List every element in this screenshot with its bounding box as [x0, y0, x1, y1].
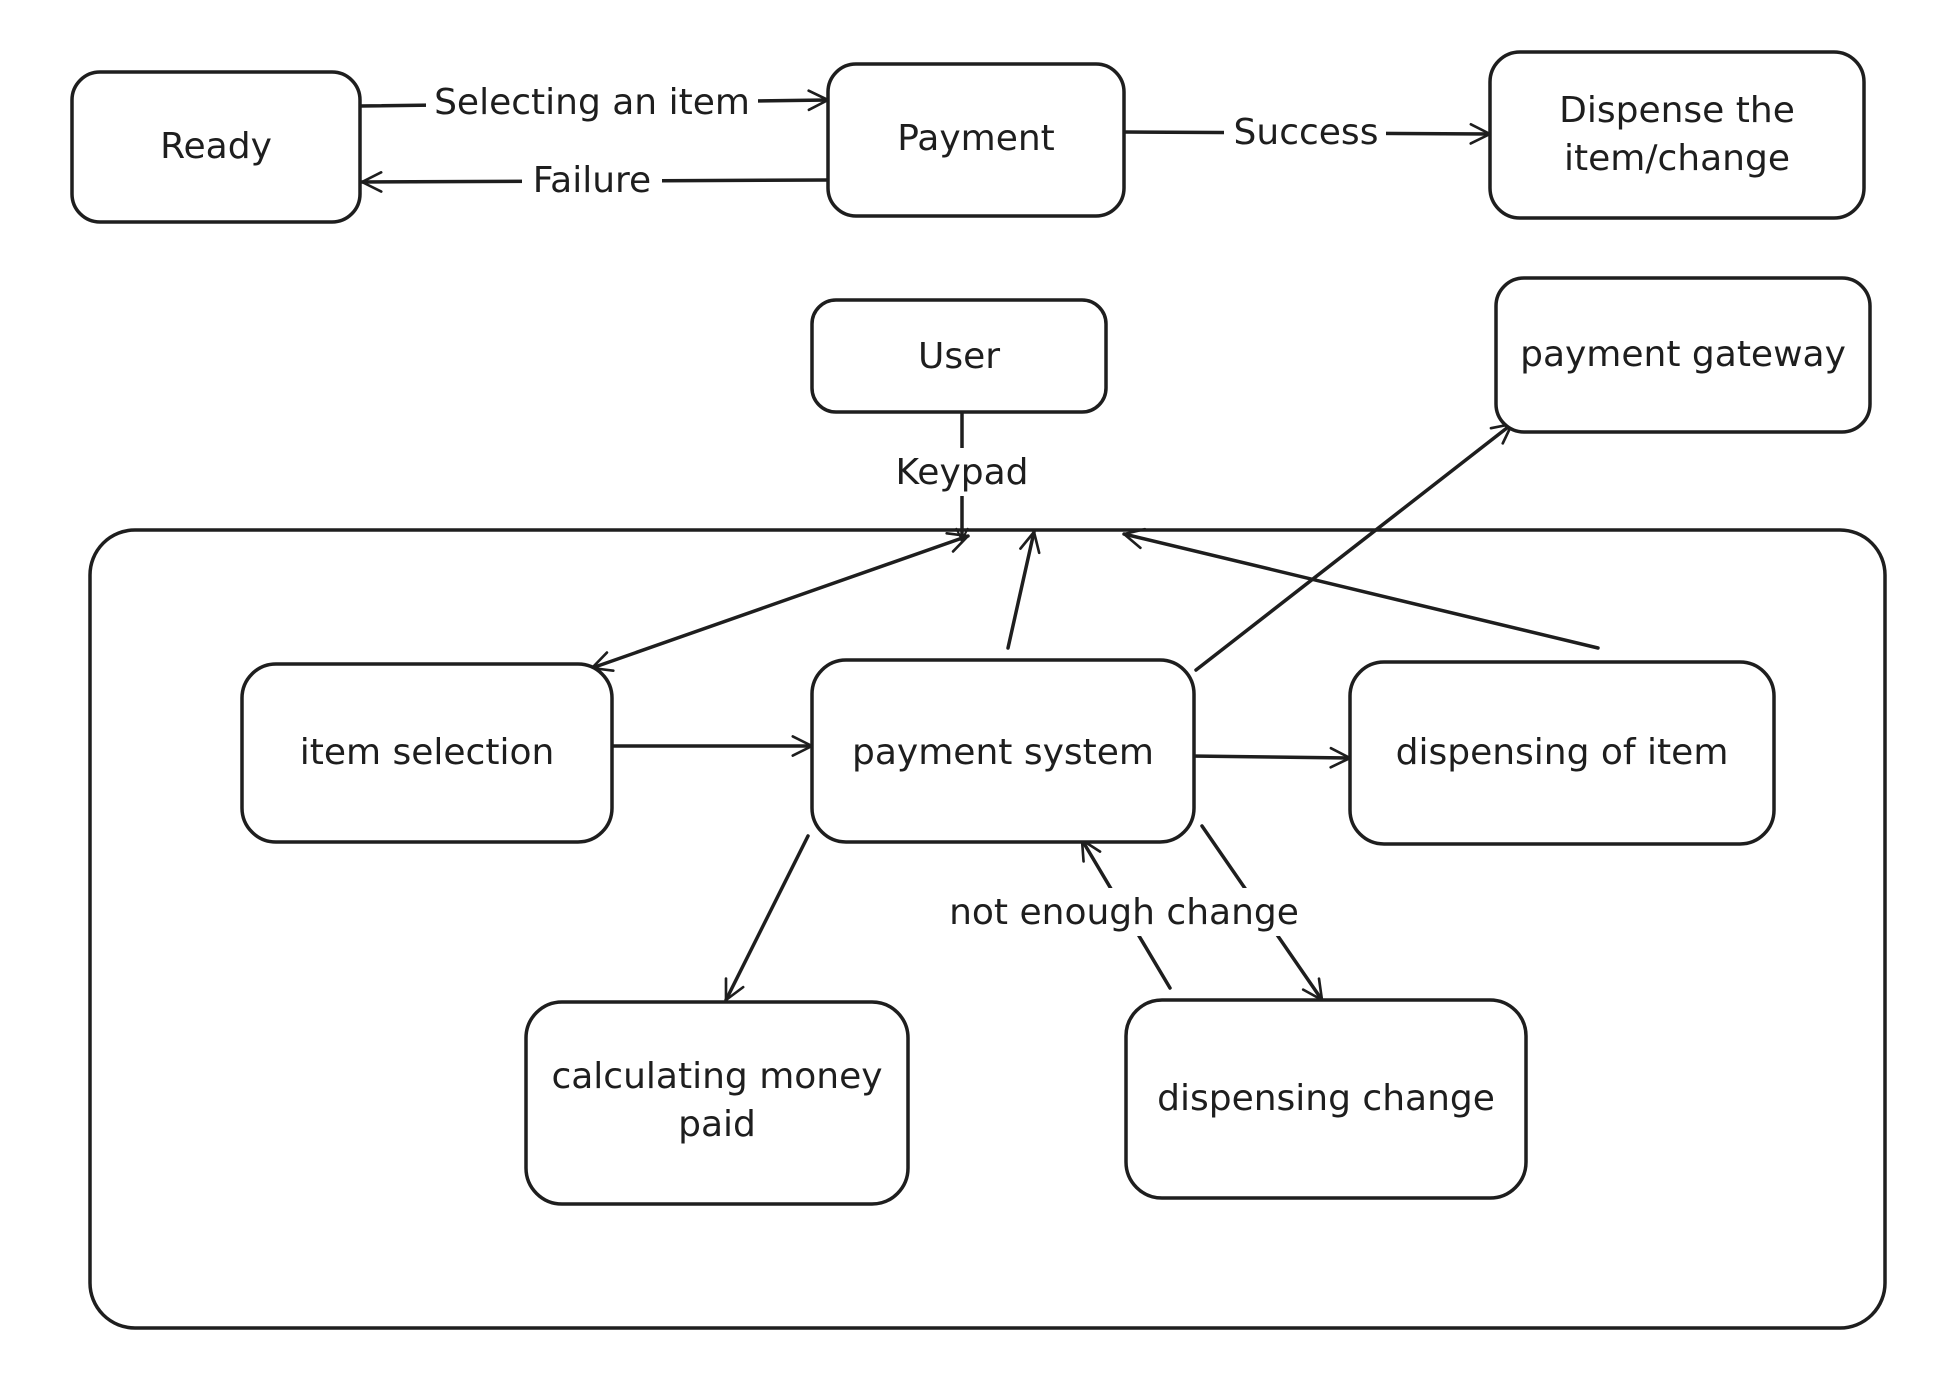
svg-text:payment system: payment system	[852, 732, 1154, 773]
svg-text:Selecting an item: Selecting an item	[434, 82, 750, 123]
svg-text:Keypad: Keypad	[895, 452, 1028, 493]
vending-system-container	[88, 528, 1887, 1330]
node-payment-system: payment system	[810, 658, 1196, 844]
edge-payment-system-to-calculating	[724, 834, 810, 1002]
edge-payment-system-to-dispensing-item	[1188, 746, 1352, 769]
svg-text:User: User	[918, 336, 1000, 377]
svg-text:dispensing change: dispensing change	[1157, 1078, 1495, 1119]
node-dispensing-of-item: dispensing of item	[1348, 660, 1776, 846]
svg-text:item/change: item/change	[1564, 138, 1790, 179]
label-keypad: Keypad	[892, 448, 1032, 496]
edge-payment-system-to-gateway	[1194, 422, 1514, 672]
svg-text:calculating money: calculating money	[551, 1056, 882, 1097]
svg-text:Dispense the: Dispense the	[1559, 90, 1795, 131]
svg-text:not enough change: not enough change	[949, 892, 1299, 933]
svg-text:Success: Success	[1234, 112, 1379, 153]
node-dispensing-change: dispensing change	[1124, 998, 1528, 1200]
label-failure: Failure	[522, 156, 662, 204]
node-user: User	[810, 298, 1108, 414]
svg-text:Failure: Failure	[533, 160, 651, 201]
node-payment: Payment	[826, 62, 1126, 218]
node-ready: Ready	[70, 70, 362, 224]
svg-text:payment gateway: payment gateway	[1520, 334, 1846, 375]
svg-text:Ready: Ready	[160, 126, 272, 167]
node-item-selection: item selection	[240, 662, 614, 844]
edge-payment-system-to-system	[1006, 530, 1041, 650]
label-success: Success	[1224, 108, 1386, 156]
svg-text:dispensing of item: dispensing of item	[1396, 732, 1729, 773]
node-calculating-money-paid: calculating money paid	[524, 1000, 910, 1206]
label-not-enough-change: not enough change	[940, 888, 1306, 936]
svg-text:item selection: item selection	[300, 732, 555, 773]
edge-system-item-selection-bidirectional	[590, 531, 970, 673]
node-dispense-item-change: Dispense the item/change	[1488, 50, 1866, 220]
svg-text:Payment: Payment	[897, 118, 1055, 159]
label-selecting-an-item: Selecting an item	[426, 78, 758, 126]
node-payment-gateway: payment gateway	[1494, 276, 1872, 434]
edge-dispensing-item-to-system	[1122, 527, 1600, 650]
svg-text:paid: paid	[678, 1104, 756, 1145]
